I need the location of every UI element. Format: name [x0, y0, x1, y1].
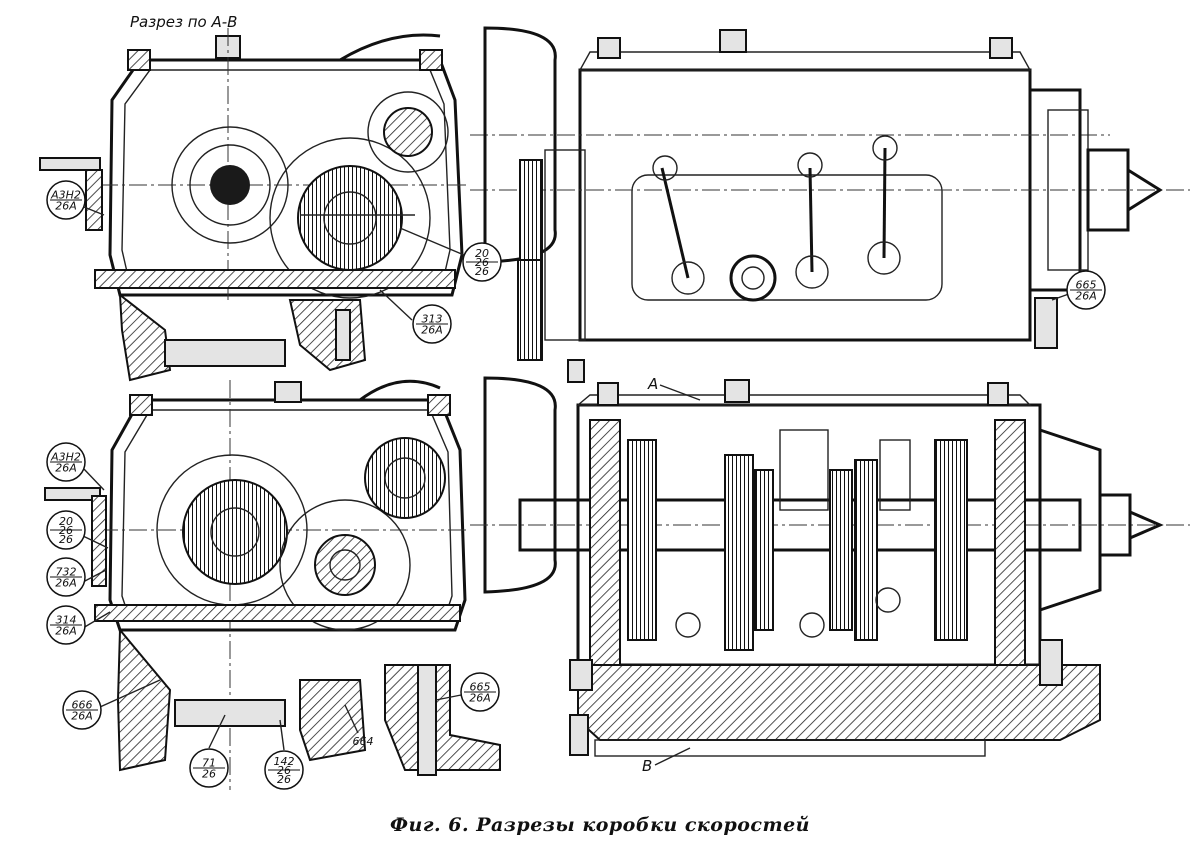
callout-line: 732 [56, 566, 77, 579]
callout-line: А3Н2 [50, 189, 81, 202]
callout-line: 665 [470, 681, 491, 694]
callout-line: 313 [422, 313, 443, 326]
callout-line: 142 [274, 755, 295, 768]
callout-line: 26 [202, 768, 216, 781]
callout-line: 26А [71, 710, 93, 723]
callout-line: 71 [202, 757, 216, 770]
section-label: Разрез по А-В [130, 13, 237, 31]
callout-line: 26А [55, 200, 77, 213]
callouts: А3Н226А20262631326А66526АА3Н226А20262673… [46, 180, 1106, 790]
callout-line: 26А [1075, 290, 1097, 303]
callout-line: А3Н2 [50, 451, 81, 464]
section-top-left [39, 28, 470, 382]
section-bottom-right [470, 376, 1190, 757]
callout-line: 26А [469, 692, 491, 705]
callout-line: 26А [55, 462, 77, 475]
callout-line: 314 [56, 614, 77, 627]
callout-line: 26А [55, 577, 77, 590]
letter-b: В [642, 757, 652, 775]
letter-a: А [647, 375, 658, 393]
callout-line: 26 [59, 533, 73, 546]
callout-line: 26 [277, 764, 291, 777]
callout-line: 26 [59, 524, 73, 537]
callout-line: 26 [475, 265, 489, 278]
callout-line: 26 [475, 256, 489, 269]
callout-664: 664 [353, 735, 374, 748]
callout-line: 665 [1076, 279, 1097, 292]
shaft-gears [627, 429, 968, 651]
leader-lines [82, 206, 1081, 766]
shift-levers-top [652, 135, 901, 302]
callout-line: 666 [72, 699, 93, 712]
section-bottom-left [44, 379, 501, 790]
callout-line: 26А [55, 625, 77, 638]
callout-line: 20 [59, 515, 73, 528]
figure-caption: Фиг. 6. Разрезы коробки скоростей [389, 814, 810, 836]
callout-line: 26А [421, 324, 443, 337]
callout-line: 26 [277, 773, 291, 786]
callout-line: 664 [353, 735, 374, 748]
callout-line: 20 [475, 247, 489, 260]
view-top-right [470, 26, 1190, 383]
